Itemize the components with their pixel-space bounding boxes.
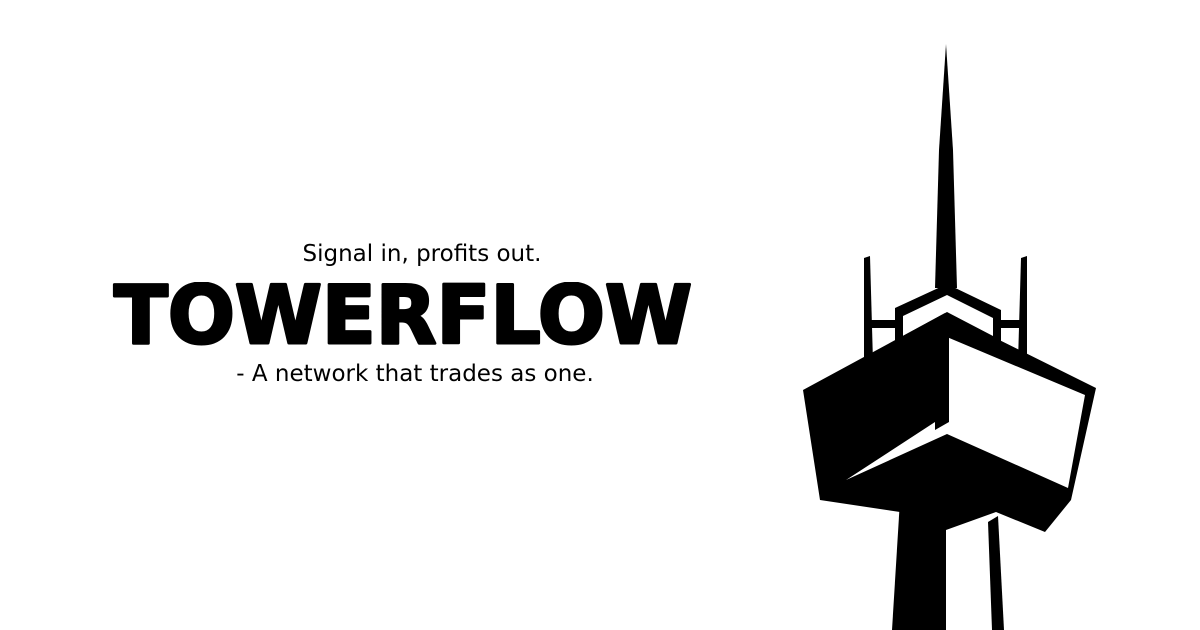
subtitle: - A network that trades as one. [236,361,594,387]
radio-tower-icon [780,30,1120,630]
brand-name: TOWERFLOW [114,282,692,352]
tagline: Signal in, profits out. [302,241,542,267]
brand-wordmark: TOWERFLOW [108,282,698,352]
